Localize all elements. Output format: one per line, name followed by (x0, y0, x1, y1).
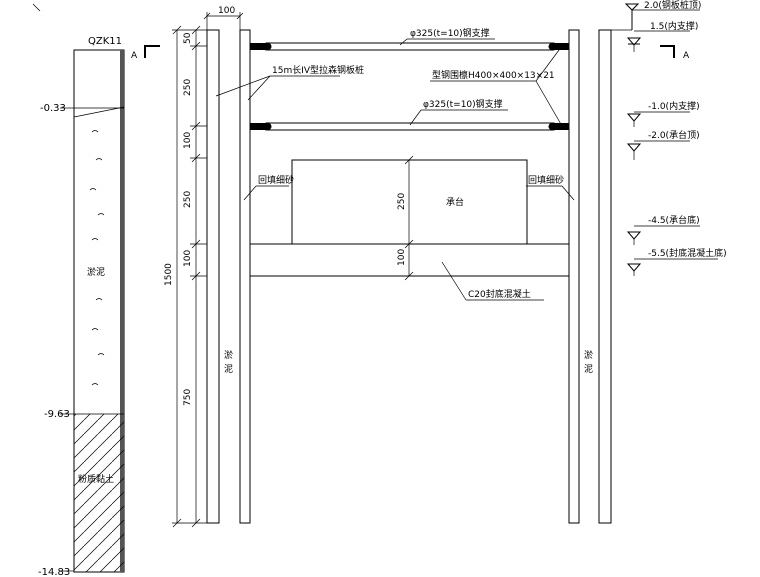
dim-50: 50 (183, 32, 193, 44)
slab-dimension: 100 (397, 244, 414, 281)
level-minus-4-5: -4.5(承台底) (648, 214, 700, 226)
steel-strut-top (250, 42, 569, 51)
label-strut-mid: φ325(t=10)钢支撑 (423, 98, 503, 110)
layer-line-1b (73, 106, 125, 118)
leader-sheet-pile (215, 75, 271, 97)
dim-250a: 250 (183, 79, 193, 96)
label-strut-top: φ325(t=10)钢支撑 (410, 27, 490, 39)
level-markers: 2.0(钢板桩顶) 1.5(内支撑) -1.0(内支撑) -2.0(承台顶) -… (611, 0, 727, 276)
level-minus-1-0: -1.0(内支撑) (648, 100, 700, 112)
level-1-5: 1.5(内支撑) (650, 20, 698, 32)
dimension-chain: 50 250 100 250 100 750 1500 (164, 25, 207, 528)
svg-text:250: 250 (397, 193, 407, 210)
elev-label-3: -14.83 (38, 567, 70, 577)
pile-cap (291, 159, 528, 245)
elev-label-1: -0.33 (40, 103, 66, 114)
level-minus-5-5: -5.5(封底混凝土底) (648, 247, 727, 259)
borehole-layer-mud: 淤泥 (87, 266, 105, 278)
sheet-pile-left (206, 29, 251, 524)
label-backfill-right: 回填细砂 (528, 174, 564, 186)
cap-dimension: 250 (397, 155, 414, 249)
elev-label-2: -9.63 (44, 409, 70, 420)
level-minus-2-0: -2.0(承台顶) (648, 129, 700, 141)
label-waling: 型钢围檩H400×400×13×21 (432, 69, 555, 81)
svg-text:淤泥: 淤泥 (224, 349, 233, 375)
dim-total-1500: 1500 (164, 263, 174, 286)
borehole-id: QZK11 (88, 36, 122, 47)
dim-750: 750 (183, 389, 193, 406)
level-2-0: 2.0(钢板桩顶) (644, 0, 701, 11)
corner-mark (32, 3, 41, 12)
label-sheet-pile: 15m长IV型拉森钢板桩 (272, 64, 364, 76)
sheet-pile-right (568, 29, 612, 524)
section-mark-left: A (131, 45, 160, 61)
label-soil-right: 淤泥 (584, 349, 593, 375)
dim-100a: 100 (183, 132, 193, 149)
label-pile-cap: 承台 (446, 196, 464, 208)
dim-250b: 250 (183, 191, 193, 208)
label-bottom-slab: C20封底混凝土 (468, 288, 531, 300)
mud-symbols (89, 130, 105, 386)
label-soil-left: 淤泥 (224, 349, 233, 375)
borehole-log: QZK11 -0.33 -9.63 -14.83 淤泥 粉质黏土 (38, 36, 125, 577)
steel-strut-middle (250, 122, 569, 131)
svg-text:100: 100 (218, 6, 235, 16)
dimension-top-width: 100 (203, 6, 244, 30)
svg-text:淤泥: 淤泥 (584, 349, 593, 375)
svg-text:100: 100 (397, 249, 407, 266)
label-backfill-left: 回填细砂 (258, 174, 294, 186)
dim-100b: 100 (183, 250, 193, 267)
borehole-edge (120, 50, 124, 572)
section-mark-right: A (660, 45, 690, 61)
svg-text:A: A (131, 51, 138, 61)
svg-text:A: A (683, 51, 690, 61)
silty-clay-hatch (74, 414, 124, 572)
borehole-layer-clay: 粉质黏土 (78, 473, 114, 485)
